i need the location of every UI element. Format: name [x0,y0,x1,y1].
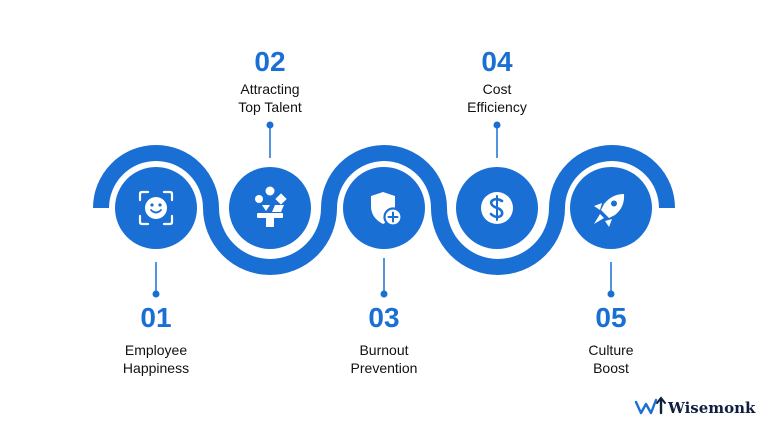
step-label-03-line1: Burnout [359,342,409,358]
step-label-02-line2: Top Talent [238,99,302,115]
step-label-02-line1: Attracting [240,81,300,97]
brand-name: Wisemonk [668,399,756,417]
wisemonk-logo-icon [634,396,666,415]
step-number-04: 04 [481,46,513,77]
step-label-05-line2: Boost [593,360,629,376]
step-label-04-line2: Efficiency [467,99,527,115]
step-circle-04 [456,167,538,249]
shield-plus-icon [371,192,403,227]
connector-dot-03 [380,290,388,298]
step-circle-05 [570,167,652,249]
connector-dot-04 [493,121,501,129]
step-label-01-line2: Happiness [122,360,190,376]
talent-shapes-icon [255,186,287,227]
step-circle-02 [229,167,311,249]
wave-band [93,145,675,275]
dollar-coin-icon [481,192,513,224]
step-number-05: 05 [595,302,627,333]
rocket-icon [594,194,625,227]
step-label-05-line1: Culture [588,342,634,358]
step-label-01-line1: Employee [124,342,188,358]
step-circle-01 [115,167,197,249]
step-label-03-line2: Prevention [350,360,418,376]
connector-dot-02 [266,121,274,129]
step-number-01: 01 [140,302,172,333]
step-number-02: 02 [254,46,286,77]
smiley-face-icon [138,190,174,226]
step-number-03: 03 [368,302,400,333]
step-circle-03 [343,167,425,249]
connectors [152,121,615,298]
connector-dot-05 [607,290,615,298]
step-label-04-line1: Cost [482,81,512,97]
connector-dot-01 [152,290,160,298]
